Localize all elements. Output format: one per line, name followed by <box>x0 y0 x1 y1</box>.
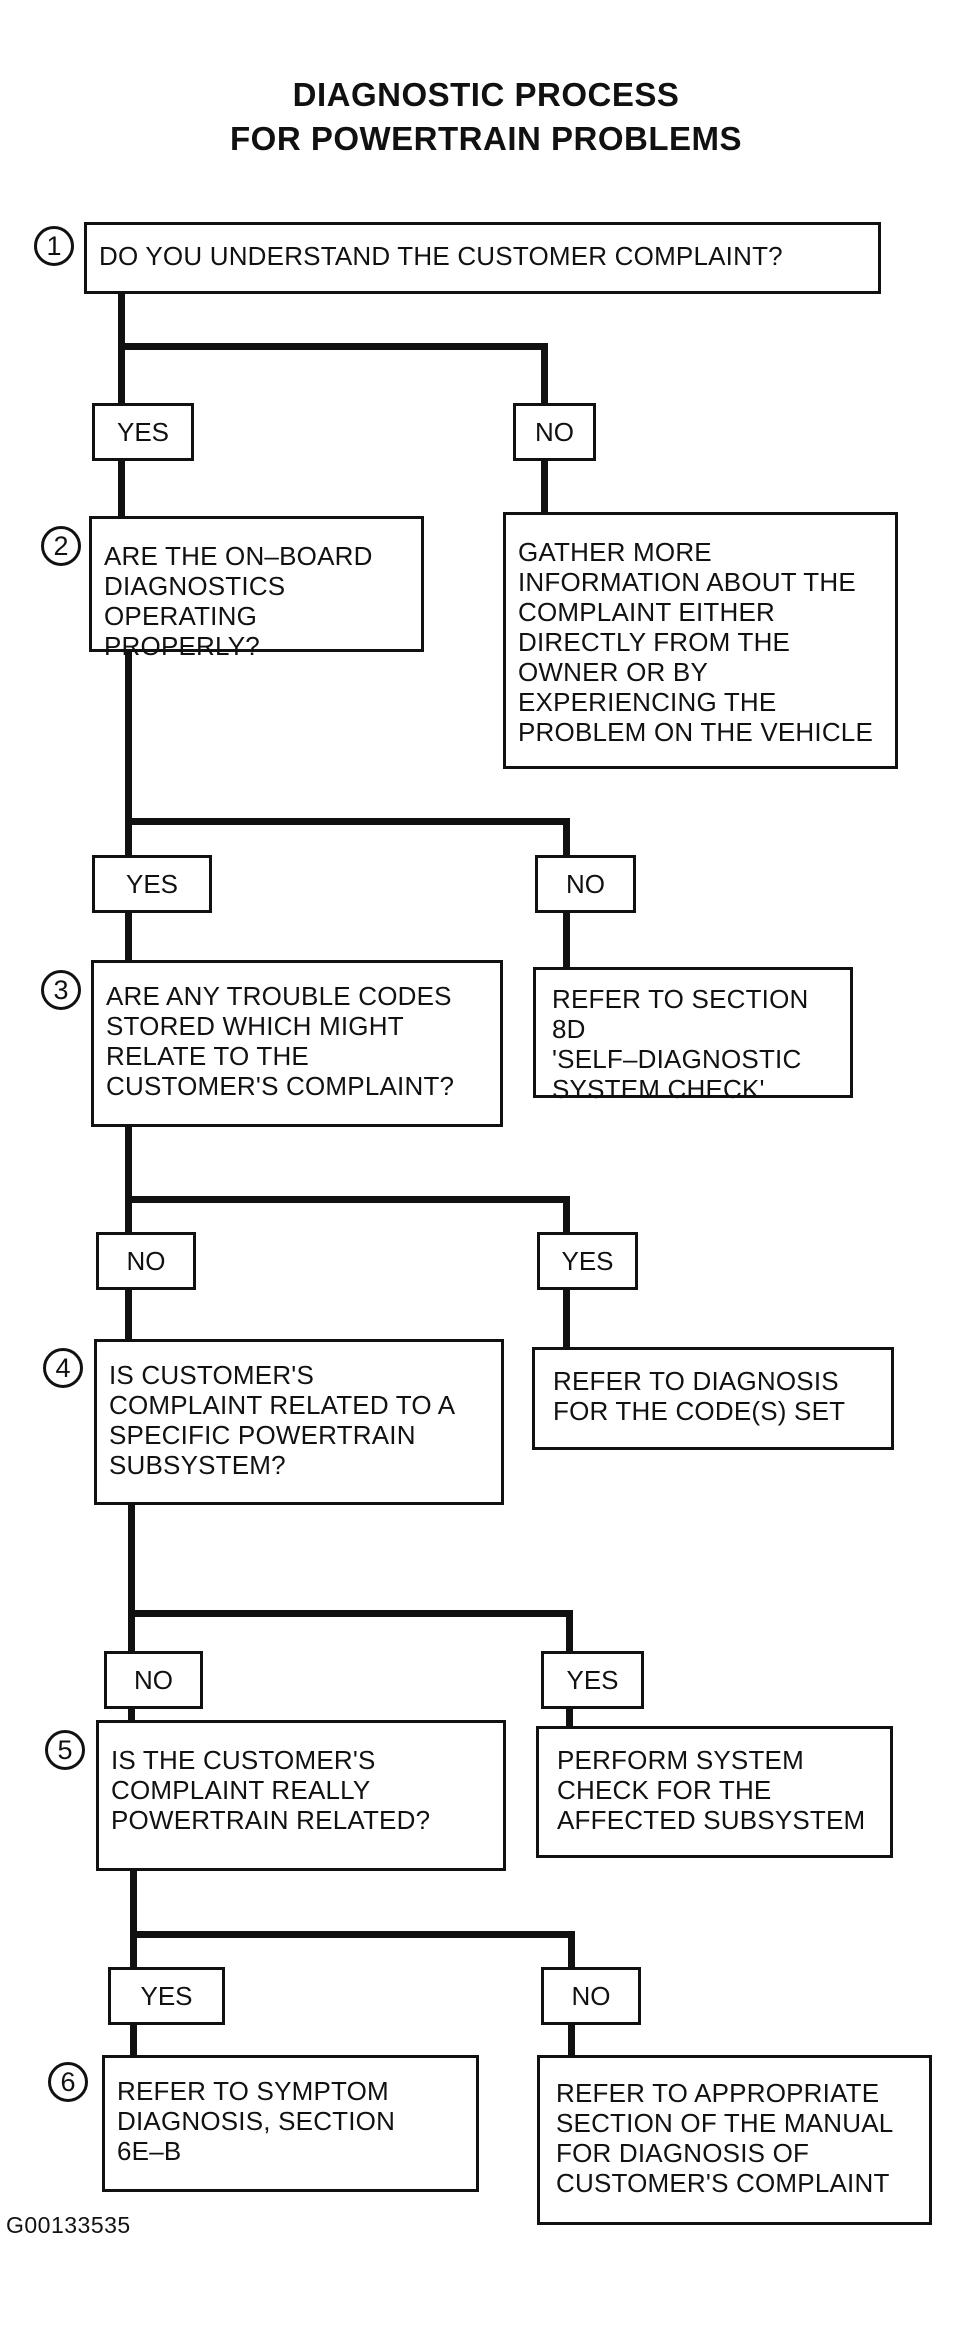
step-1-yes-label: YES <box>92 403 194 461</box>
step-4-no-label: NO <box>104 1651 203 1709</box>
step-number-1: 1 <box>34 226 74 266</box>
connector <box>125 818 570 825</box>
diagram-title-line-2: FOR POWERTRAIN PROBLEMS <box>230 120 742 157</box>
step-1-no-action: GATHER MORE INFORMATION ABOUT THE COMPLA… <box>503 512 898 769</box>
step-number-2: 2 <box>41 526 81 566</box>
connector <box>130 1931 575 1938</box>
step-3-yes-action: REFER TO DIAGNOSIS FOR THE CODE(S) SET <box>532 1347 894 1450</box>
step-2-no-action: REFER TO SECTION 8D 'SELF–DIAGNOSTIC SYS… <box>533 967 853 1104</box>
step-2-no-label: NO <box>535 855 636 913</box>
step-number-6: 6 <box>48 2062 88 2102</box>
connector <box>125 1196 570 1203</box>
figure-id: G00133535 <box>6 2212 131 2238</box>
connector <box>128 1502 135 1755</box>
diagram-title-line-1: DIAGNOSTIC PROCESS <box>292 76 680 113</box>
step-number-3: 3 <box>41 970 81 1010</box>
step-3-no-label: NO <box>96 1232 196 1290</box>
step-5-question: IS THE CUSTOMER'S COMPLAINT REALLY POWER… <box>96 1720 506 1871</box>
step-6-action: REFER TO SYMPTOM DIAGNOSIS, SECTION 6E–B <box>102 2055 479 2192</box>
step-1-no-label: NO <box>513 403 596 461</box>
step-4-question: IS CUSTOMER'S COMPLAINT RELATED TO A SPE… <box>94 1339 504 1505</box>
step-number-4: 4 <box>43 1348 83 1388</box>
step-5-no-label: NO <box>541 1967 641 2025</box>
connector <box>128 1610 573 1617</box>
step-1-question: DO YOU UNDERSTAND THE CUSTOMER COMPLAINT… <box>84 222 881 294</box>
step-2-question: ARE THE ON–BOARD DIAGNOSTICS OPERATING P… <box>89 516 424 661</box>
connector <box>118 343 548 350</box>
step-3-question: ARE ANY TROUBLE CODES STORED WHICH MIGHT… <box>91 960 503 1127</box>
step-5-yes-label: YES <box>108 1967 225 2025</box>
step-4-yes-action: PERFORM SYSTEM CHECK FOR THE AFFECTED SU… <box>536 1726 893 1858</box>
step-4-yes-label: YES <box>541 1651 644 1709</box>
step-3-yes-label: YES <box>537 1232 638 1290</box>
step-2-yes-label: YES <box>92 855 212 913</box>
step-number-5: 5 <box>45 1730 85 1770</box>
step-5-no-action: REFER TO APPROPRIATE SECTION OF THE MANU… <box>537 2055 932 2225</box>
